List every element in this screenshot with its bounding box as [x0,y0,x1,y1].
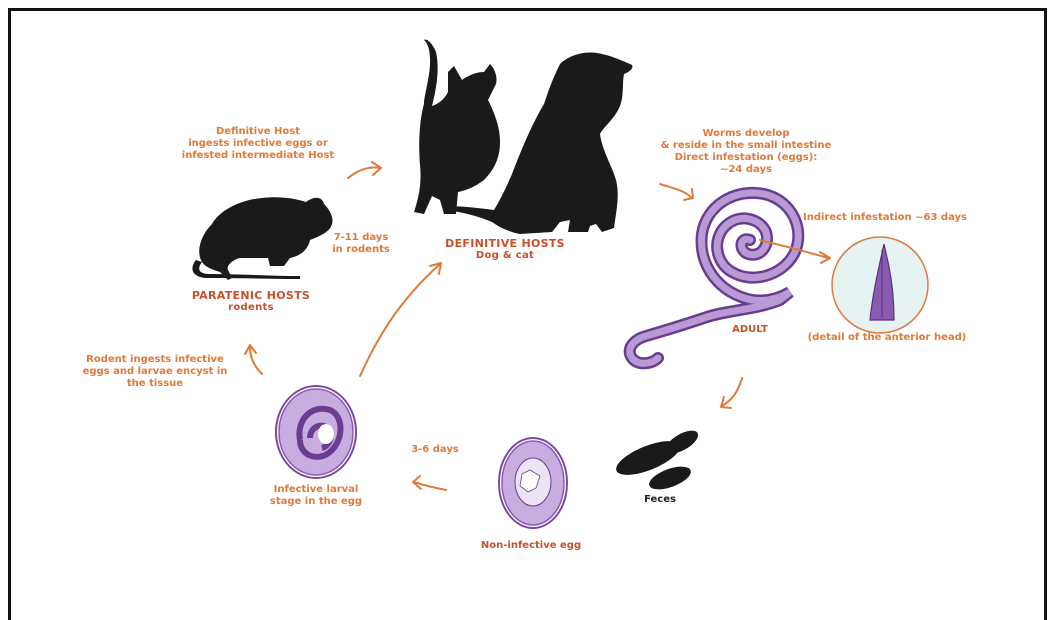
rodent-ingests-label: Rodent ingests infective eggs and larvae… [70,354,240,390]
arrow-to-rodent [245,345,262,374]
adult-label: ADULT [720,324,780,336]
arrow-egg-to-definitive-host [360,263,441,376]
definitive-hosts-title: DEFINITIVE HOSTS Dog & cat [430,238,580,262]
definitive-host-ingests-label: Definitive Host ingests infective eggs o… [178,126,338,162]
rodent-time-label: 7-11 days in rodents [326,232,396,256]
adult-worm-icon [630,193,799,363]
feces-icon [612,426,702,494]
non-infective-egg-icon [499,438,567,528]
worms-develop-label: Worms develop & reside in the small inte… [646,128,846,176]
infective-egg-icon [276,386,356,478]
anterior-head-icon [832,237,928,333]
infective-larval-label: Infective larval stage in the egg [256,484,376,508]
arrow-to-feces [721,378,742,408]
anterior-head-label: (detail of the anterior head) [792,332,982,344]
indirect-infestation-label: Indirect infestation ~63 days [790,212,980,224]
cat-silhouette-icon [414,40,500,215]
arrow-to-adult-worm [660,184,693,200]
rat-silhouette-icon [192,197,332,280]
paratenic-hosts-title: PARATENIC HOSTS rodents [176,290,326,314]
feces-label: Feces [630,494,690,506]
days-3-6-label: 3-6 days [400,444,470,456]
arrow-to-infective-egg [413,476,446,490]
arrow-to-definitive-host [348,162,381,178]
non-infective-egg-label: Non-infective egg [466,540,596,552]
